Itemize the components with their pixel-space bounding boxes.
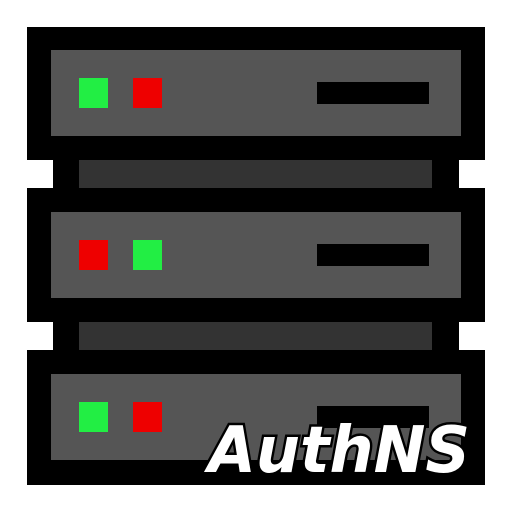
status-led-green-icon <box>79 78 108 108</box>
rack-rail <box>79 160 432 188</box>
rack-notch-left-2 <box>27 322 53 350</box>
drive-slot <box>317 82 429 104</box>
status-led-red-icon <box>133 78 162 108</box>
server-unit-2 <box>51 212 461 298</box>
server-unit-3 <box>51 374 461 460</box>
app-label: AuthNS <box>203 414 470 488</box>
drive-slot <box>317 244 429 266</box>
server-unit-1 <box>51 50 461 136</box>
status-led-red-icon <box>133 402 162 432</box>
rack-notch-right-1 <box>459 160 485 188</box>
rack-rail <box>79 322 432 350</box>
status-led-green-icon <box>133 240 162 270</box>
status-led-green-icon <box>79 402 108 432</box>
rack-notch-left-1 <box>27 160 53 188</box>
rack-notch-right-2 <box>459 322 485 350</box>
status-led-red-icon <box>79 240 108 270</box>
drive-slot <box>317 406 429 428</box>
